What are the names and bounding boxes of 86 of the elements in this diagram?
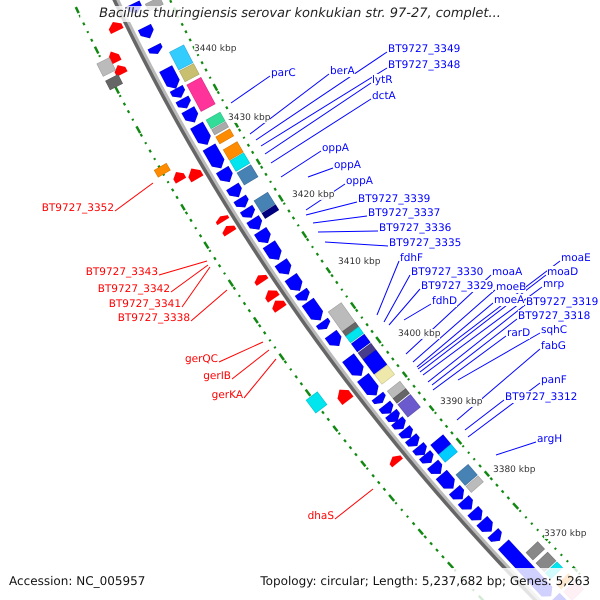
gene-label: BT9727_3339 xyxy=(358,193,430,205)
gene-label: BT9727_3349 xyxy=(388,43,460,55)
scale-label: 3400 kbp xyxy=(398,329,440,339)
gene-label: lytR xyxy=(372,74,393,86)
gene-label: moeB xyxy=(496,281,526,293)
gene-label: fdhF xyxy=(400,252,424,264)
leader-line xyxy=(324,242,388,246)
leader-line xyxy=(456,348,540,420)
scale-label: 3420 kbp xyxy=(292,190,334,200)
gene-label: BT9727_3352 xyxy=(42,202,114,214)
leader-line xyxy=(190,290,228,322)
leader-line xyxy=(312,216,368,224)
gene-label: parC xyxy=(271,67,296,79)
gene-label: rarD xyxy=(507,327,530,339)
leader-line xyxy=(256,52,388,140)
gene-label: moaE xyxy=(561,252,591,264)
gene-label: BT9727_3330 xyxy=(411,266,484,278)
gene-label: gerKA xyxy=(212,389,243,401)
gene-label: fabG xyxy=(541,340,566,352)
leader-line xyxy=(384,274,410,322)
leader-line xyxy=(416,302,494,368)
gene-label: BT9727_3318 xyxy=(518,310,590,322)
leader-line xyxy=(250,74,330,134)
leader-line xyxy=(306,202,358,216)
leader-line xyxy=(388,288,420,326)
scale-label: 3370 kbp xyxy=(544,529,586,539)
gene-label: BT9727_3342 xyxy=(98,283,170,295)
gene-label: BT9727_3341 xyxy=(108,298,181,310)
leader-line xyxy=(270,98,372,164)
leader-line xyxy=(158,260,208,276)
gene-label: BT9727_3336 xyxy=(379,222,452,234)
genome-stats-text: Topology: circular; Length: 5,237,682 bp; Genes: 5,263 xyxy=(260,574,590,588)
leader-line xyxy=(464,400,504,430)
accession-text: Accession: NC_005957 xyxy=(9,574,146,588)
leader-line xyxy=(318,230,378,232)
gene-label: dctA xyxy=(372,90,396,102)
leader-line xyxy=(170,264,208,292)
leader-line xyxy=(432,318,518,386)
leader-line xyxy=(232,350,270,380)
gene-label: BT9727_3337 xyxy=(368,207,440,219)
leader-line xyxy=(182,266,210,308)
scale-label: 3440 kbp xyxy=(194,44,236,54)
leader-line xyxy=(218,342,264,362)
gene-label: oppA xyxy=(346,175,373,187)
scale-label: 3390 kbp xyxy=(440,397,482,407)
gene-label: fdhD xyxy=(432,295,458,307)
gene-label: oppA xyxy=(334,159,361,171)
leader-line xyxy=(244,358,276,398)
gene-label: BT9727_3319 xyxy=(526,296,598,308)
leader-line xyxy=(308,168,334,178)
gene-label: moaD xyxy=(547,266,578,278)
leader-line xyxy=(420,274,546,372)
scale-label: 3380 kbp xyxy=(493,465,536,475)
gene-label: BT9727_3329 xyxy=(421,280,494,292)
leader-line xyxy=(260,68,388,146)
gene-label: gerIB xyxy=(203,370,231,382)
gene-label: BT9727_3335 xyxy=(389,237,462,249)
scale-label: 3430 kbp xyxy=(228,113,270,123)
gene-label: BT9727_3312 xyxy=(505,391,578,403)
leader-line xyxy=(422,286,542,376)
gene-label: moaA xyxy=(492,266,522,278)
leader-line xyxy=(376,260,400,316)
gene-label: gerQC xyxy=(184,353,218,365)
gene-label: mrp xyxy=(543,278,564,290)
leader-line xyxy=(280,150,322,178)
gene-label: dhaS xyxy=(308,510,334,522)
gene-label: BT9727_3338 xyxy=(118,312,190,324)
leader-line xyxy=(458,332,540,380)
leader-line xyxy=(334,488,374,520)
gene-label: BT9727_3343 xyxy=(86,266,158,278)
leader-line xyxy=(496,442,536,456)
gene-label: argH xyxy=(537,433,562,445)
gene-label: moeA xyxy=(494,294,524,306)
gene-label: panF xyxy=(541,374,567,386)
leader-line xyxy=(428,304,526,382)
leader-line xyxy=(432,336,506,390)
gene-label: sqhC xyxy=(541,324,568,336)
leader-line xyxy=(114,182,154,212)
gene-label: BT9727_3348 xyxy=(388,59,460,71)
leader-line xyxy=(404,304,432,320)
leader-line xyxy=(412,290,496,362)
gene-label: berA xyxy=(330,65,355,77)
gene-label: oppA xyxy=(322,142,349,154)
leader-line xyxy=(264,82,372,154)
leader-line xyxy=(230,76,270,104)
scale-label: 3410 kbp xyxy=(338,257,380,267)
